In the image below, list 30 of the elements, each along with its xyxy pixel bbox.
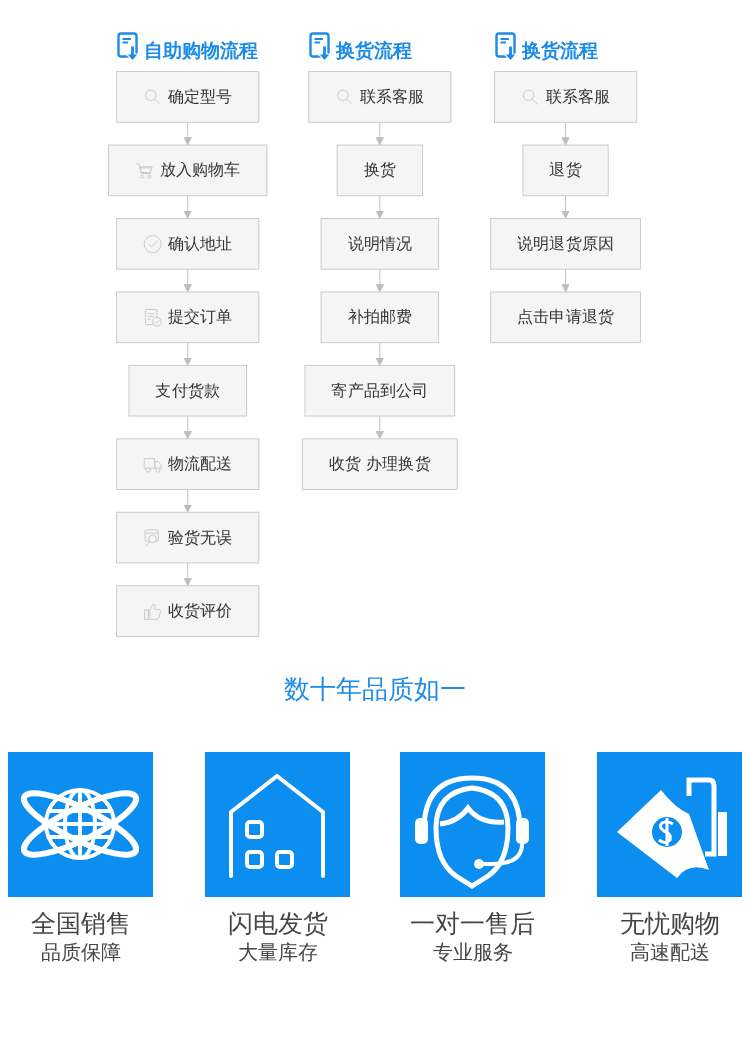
- section-heading: 自助购物流程: [144, 37, 259, 62]
- node-box: 验货无误: [116, 511, 260, 564]
- section-heading: 换货流程: [521, 37, 598, 62]
- node-box: 说明情况: [321, 218, 440, 270]
- node-box: 说明退货原因: [490, 218, 642, 270]
- node-box: 联系客服: [308, 71, 452, 123]
- node-box: 确认地址: [116, 218, 260, 270]
- feature-subtitle: 高速配送: [629, 939, 710, 965]
- feature-title: 全国销售: [30, 909, 131, 939]
- feature-title: 闪电发货: [227, 909, 328, 939]
- node-box: 点击申请退货: [490, 291, 642, 344]
- node-box: 放入购物车: [108, 144, 268, 197]
- node-box: 提交订单: [116, 291, 260, 344]
- node-box: 收货评价: [116, 585, 260, 637]
- tagline: 数十年品质如一: [284, 673, 466, 706]
- feature-title: 无忧购物: [619, 909, 720, 939]
- node-box: 换货: [337, 144, 424, 197]
- feature-subtitle: 专业服务: [432, 939, 513, 965]
- node-box: 联系客服: [494, 71, 638, 123]
- feature-title: 一对一售后: [410, 909, 535, 939]
- node-box: 收货 办理换货: [302, 438, 459, 490]
- feature-subtitle: 大量库存: [237, 939, 318, 965]
- node-box: 退货: [522, 144, 610, 197]
- node-box: 确定型号: [116, 71, 260, 123]
- node-box: 支付货款: [128, 364, 248, 417]
- node-box: 补拍邮费: [321, 291, 440, 344]
- section-heading: 换货流程: [336, 37, 413, 62]
- node-box: 物流配送: [116, 438, 260, 490]
- feature-subtitle: 品质保障: [40, 939, 121, 965]
- node-box: 寄产品到公司: [304, 364, 456, 417]
